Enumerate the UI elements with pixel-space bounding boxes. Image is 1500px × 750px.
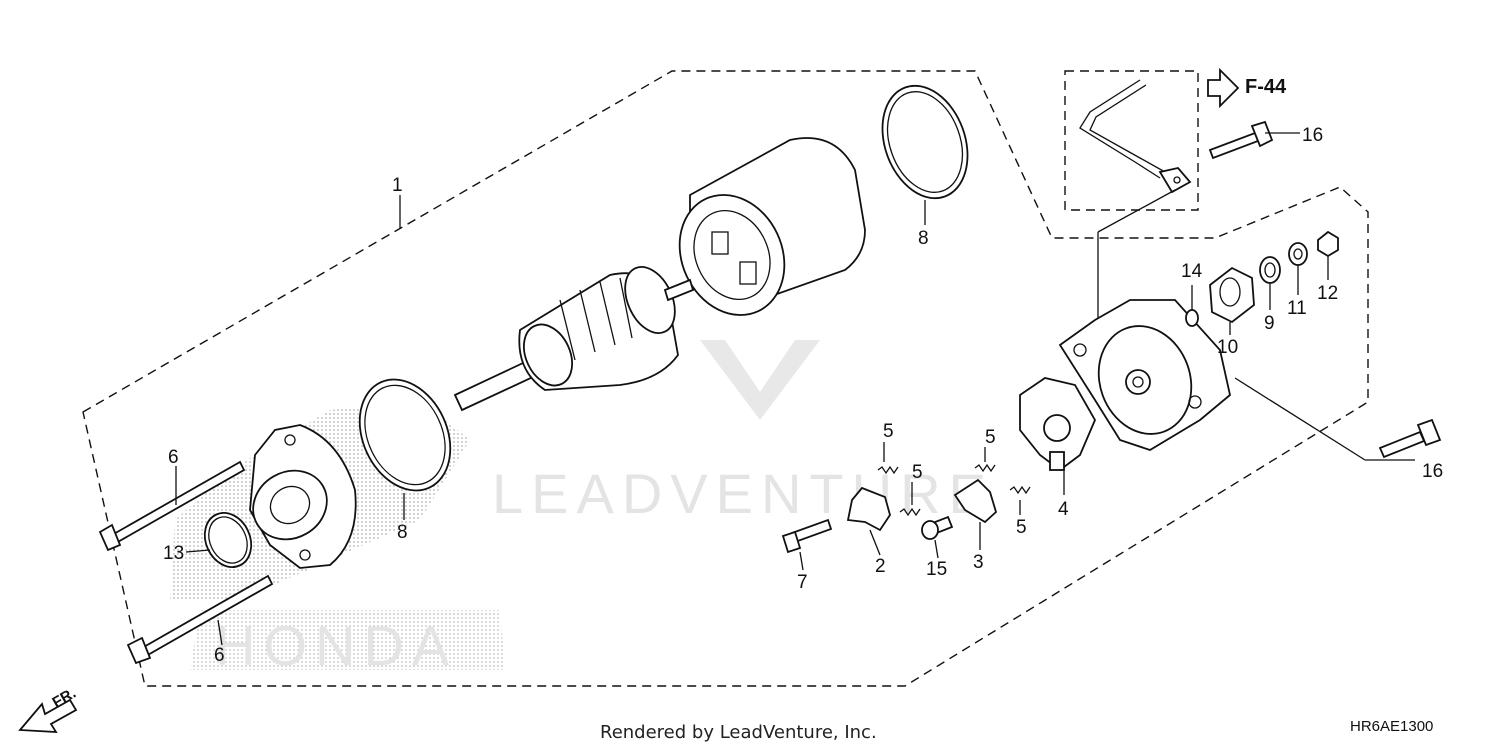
o-ring-8-upper [881, 84, 969, 200]
callout-9: 9 [1264, 313, 1275, 334]
washer-11 [1288, 242, 1308, 266]
callout-15: 15 [926, 559, 947, 580]
leadventure-watermark: LEADVENTURE [492, 260, 994, 525]
callout-6a: 6 [168, 447, 179, 468]
callout-2: 2 [875, 556, 886, 577]
callout-11: 11 [1287, 298, 1307, 319]
o-ring-9 [1259, 256, 1281, 284]
callout-13: 13 [163, 543, 184, 564]
callout-5d: 5 [1016, 517, 1027, 538]
brush-3 [953, 478, 998, 524]
brush-2 [846, 486, 891, 532]
callout-6b: 6 [214, 645, 225, 666]
nut-12 [1317, 230, 1339, 258]
reference-code: F-44 [1245, 76, 1287, 98]
front-direction-arrow: FR. [18, 685, 79, 733]
callout-16a: 16 [1302, 125, 1323, 146]
springs-5 [877, 463, 1031, 517]
callout-3: 3 [973, 552, 984, 573]
callout-1: 1 [392, 175, 403, 196]
through-bolt-6-lower [126, 574, 274, 665]
callout-4: 4 [1058, 499, 1069, 520]
o-ring-13 [203, 512, 253, 568]
bolt-16-lower [1378, 418, 1442, 459]
screw-15 [921, 515, 954, 540]
leader-lines [175, 132, 1415, 646]
diagram-code: HR6AE1300 [1350, 718, 1433, 735]
rendered-by-footer: Rendered by LeadVenture, Inc. [600, 722, 877, 743]
screw-7 [781, 518, 833, 554]
reference-arrow: F-44 [1207, 67, 1287, 109]
callout-12: 12 [1317, 283, 1338, 304]
terminal-nut-10 [1209, 266, 1255, 324]
bolt-16-upper [1208, 120, 1274, 160]
callout-16b: 16 [1422, 461, 1443, 482]
callout-14: 14 [1181, 261, 1203, 282]
callout-7: 7 [797, 572, 808, 593]
armature [453, 266, 695, 412]
o-ring-8-lower [358, 378, 452, 492]
callout-5b: 5 [912, 462, 923, 483]
through-bolt-6-upper [98, 460, 246, 552]
starter-cable [1079, 79, 1192, 328]
front-cover [249, 424, 357, 569]
callout-8a: 8 [918, 228, 929, 249]
callout-8b: 8 [397, 522, 408, 543]
brand-watermark-text: HONDA [215, 614, 457, 677]
rear-cover [1058, 299, 1231, 451]
watermark-text: LEADVENTURE [492, 462, 994, 525]
brush-holder [1019, 377, 1097, 472]
callout-5c: 5 [985, 427, 996, 448]
callouts: 1 2 3 4 5 5 5 5 6 6 7 8 8 9 10 11 12 13 … [163, 125, 1443, 666]
washer-14 [1185, 309, 1199, 327]
callout-5a: 5 [883, 421, 894, 442]
callout-10: 10 [1217, 337, 1238, 358]
yoke-housing [678, 137, 866, 316]
cable-inset-box [1064, 70, 1199, 211]
